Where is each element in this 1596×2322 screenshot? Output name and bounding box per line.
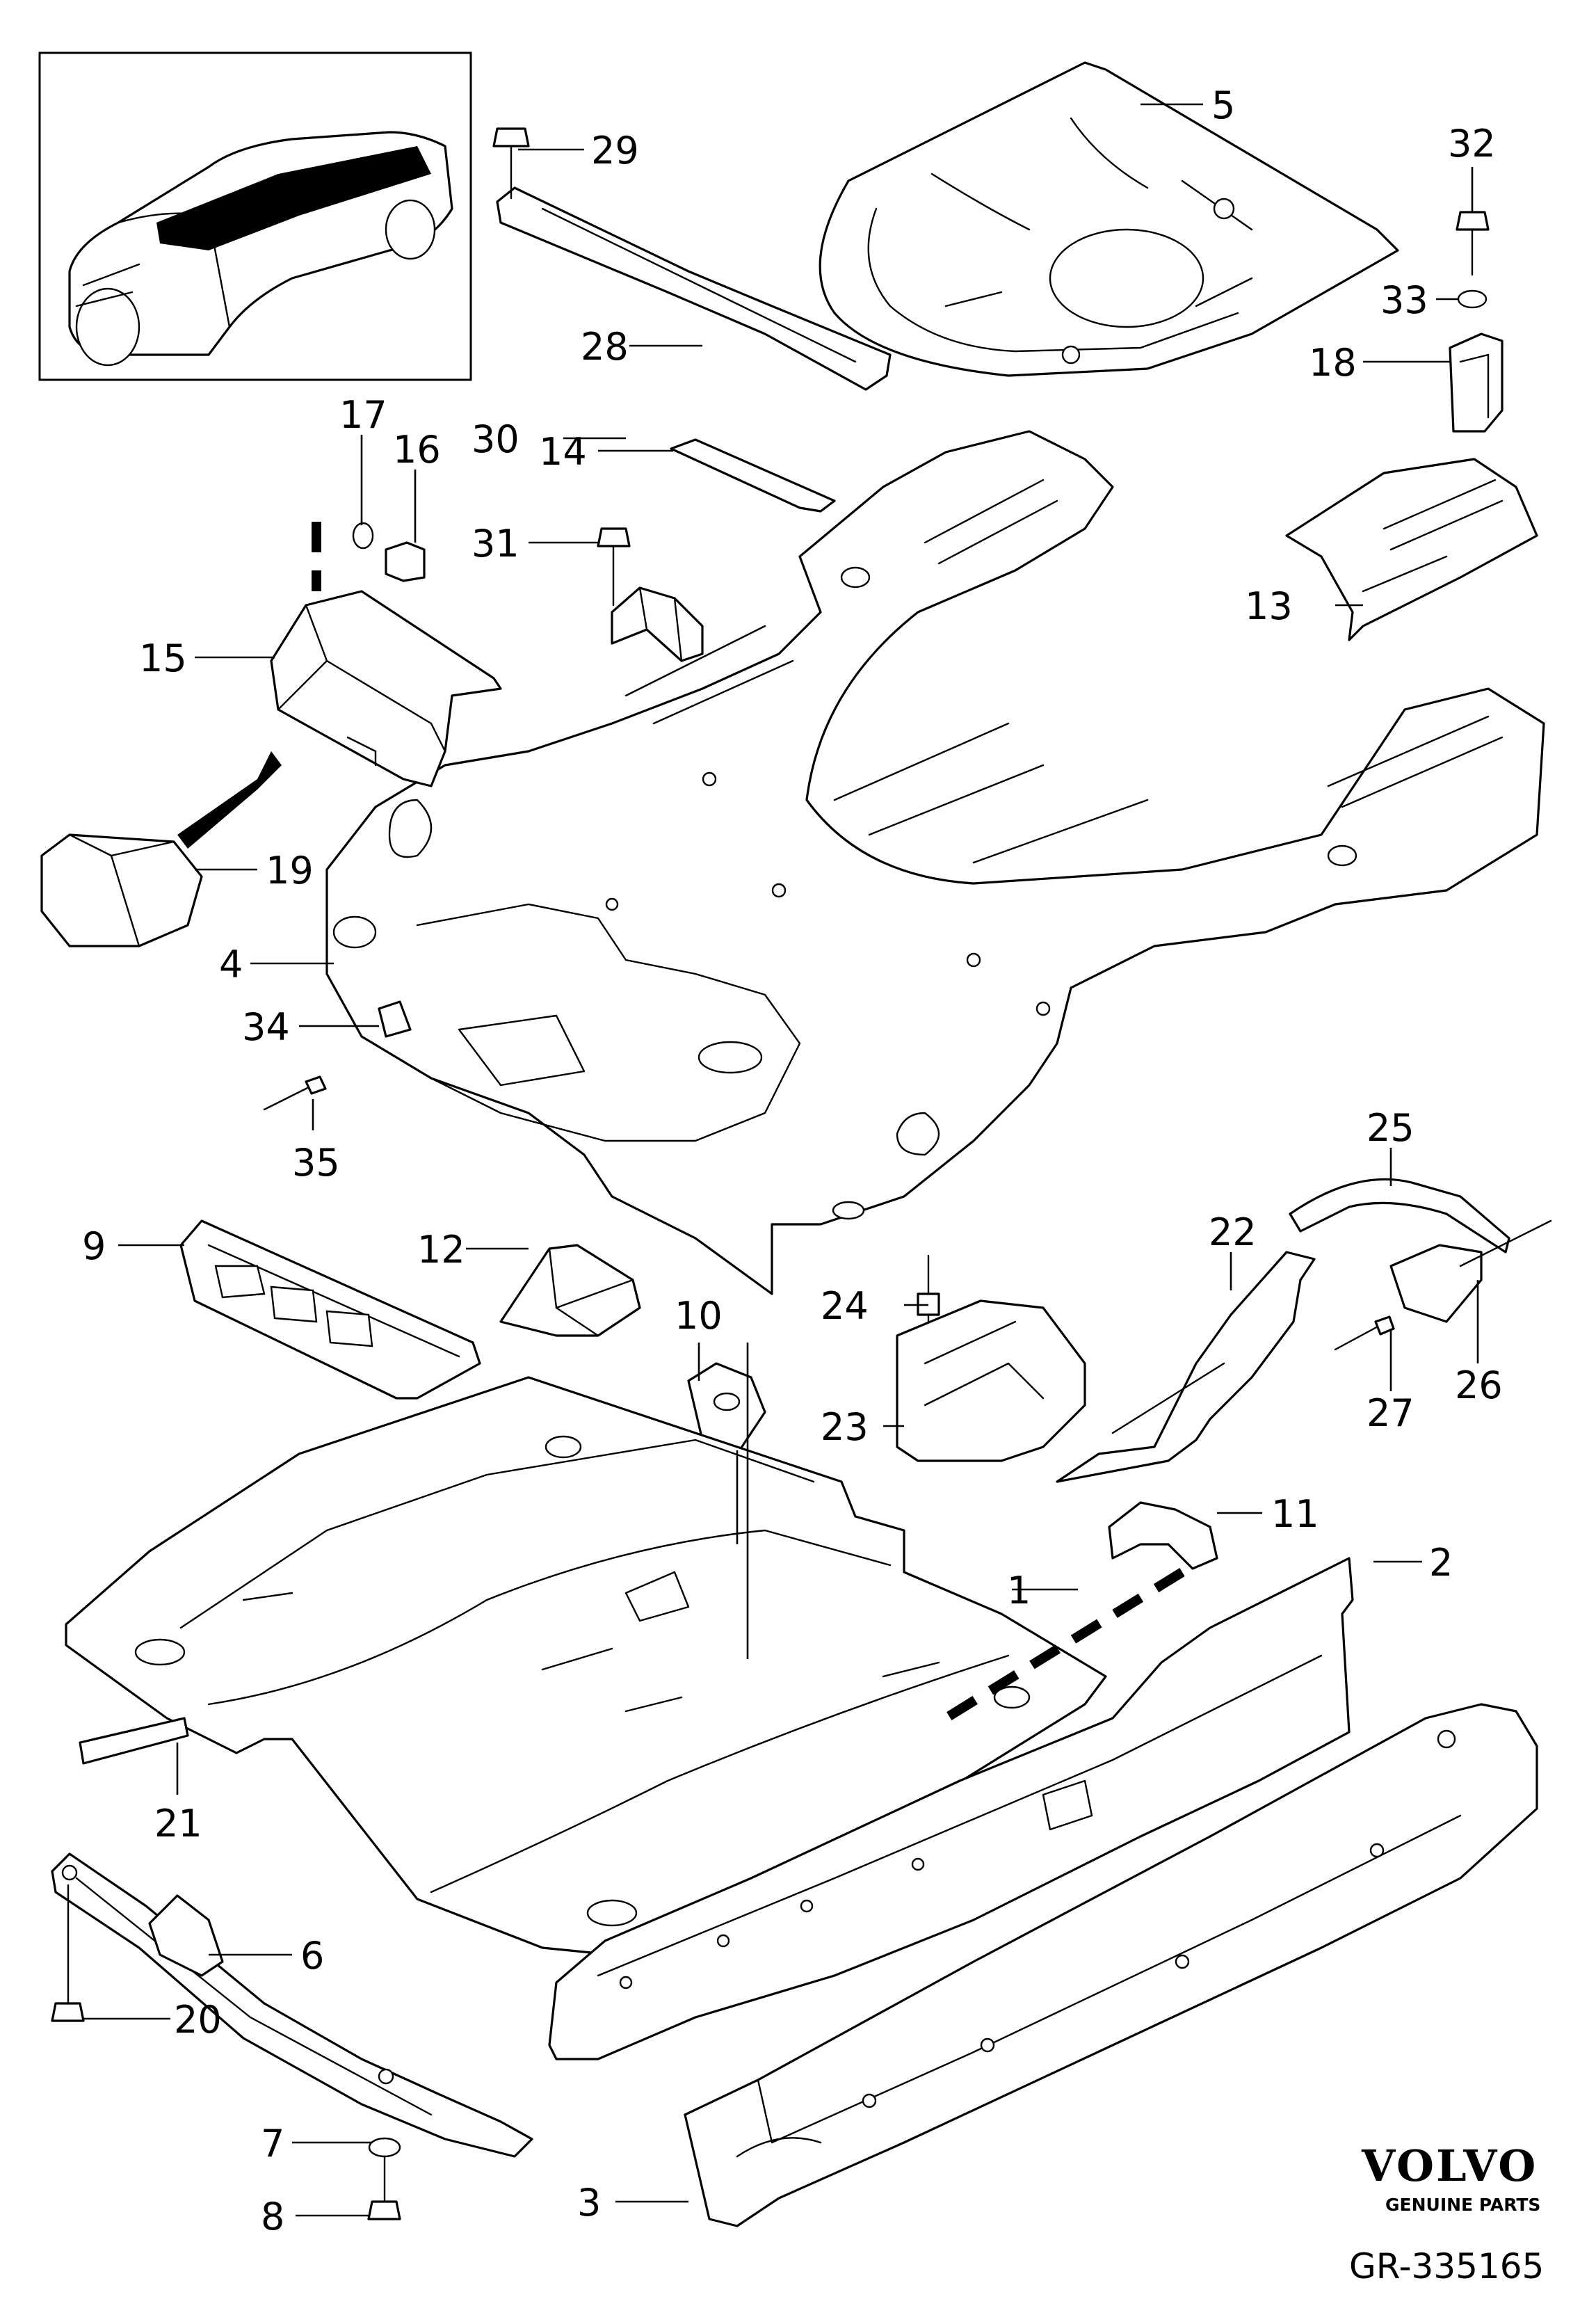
callout-6: 6: [300, 1934, 324, 1978]
part-4-floor-panel: [325, 430, 1545, 1295]
part-26-clip: [1389, 1219, 1552, 1323]
part-11-bracket: [1108, 1501, 1218, 1570]
part-7-washer: [368, 2137, 401, 2158]
callout-21: 21: [154, 1802, 202, 1845]
part-3-outer-sill: [684, 1703, 1538, 2227]
part-23-bracket: [896, 1299, 1086, 1462]
callout-28: 28: [581, 325, 629, 369]
callout-14: 14: [539, 430, 587, 474]
callout-32: 32: [1448, 122, 1496, 166]
callout-35: 35: [292, 1141, 340, 1185]
callout-19: 19: [266, 849, 314, 892]
callout-26: 26: [1455, 1363, 1503, 1407]
part-31-bolt: [597, 527, 631, 607]
part-32-bolt: [1456, 211, 1490, 276]
part-19-pad: [40, 751, 282, 947]
callout-8: 8: [261, 2195, 284, 2239]
callout-20: 20: [174, 1998, 222, 2042]
callout-15: 15: [139, 636, 187, 680]
car-locator-inset: [38, 51, 472, 381]
part-15-cover: [270, 590, 502, 787]
callout-33: 33: [1380, 278, 1428, 322]
part-6-crossbar: [51, 1852, 533, 2158]
part-1-front-floor: [65, 1376, 1107, 1956]
part-8-bolt: [367, 2155, 401, 2220]
callout-9: 9: [82, 1224, 106, 1268]
callout-22: 22: [1209, 1210, 1257, 1254]
callout-7: 7: [261, 2122, 284, 2165]
callout-34: 34: [242, 1005, 290, 1049]
callout-5: 5: [1211, 83, 1235, 127]
callout-16: 16: [393, 428, 441, 472]
part-27-pin: [1334, 1315, 1395, 1351]
callout-23: 23: [821, 1405, 869, 1449]
callout-18: 18: [1309, 341, 1357, 385]
part-12-bracket: [499, 1244, 641, 1337]
part-20-bolt: [51, 1884, 85, 2022]
callout-4: 4: [219, 943, 243, 986]
callout-29: 29: [591, 129, 639, 173]
callout-10: 10: [675, 1294, 723, 1338]
part-13-panel: [1285, 458, 1538, 641]
callout-27: 27: [1367, 1391, 1414, 1435]
part-24-bolt: [917, 1254, 940, 1323]
part-14-plate: [670, 438, 836, 513]
callout-numbers: 1 2 3 4 5 6 7 8 9 10 11 12 13 14 15 16 1…: [82, 83, 1503, 2239]
part-18-bracket: [1449, 333, 1504, 433]
leader-lines: [83, 103, 1479, 2217]
callout-24: 24: [821, 1284, 869, 1328]
part-35-pin: [263, 1075, 327, 1111]
part-34-clip: [378, 1000, 412, 1038]
part-17-washer: [352, 522, 374, 550]
part-29-bolt: [492, 127, 530, 200]
callout-13: 13: [1245, 584, 1293, 628]
diagram-reference: GR-335165: [1349, 2246, 1544, 2287]
part-5-spare-wheel-well: [819, 61, 1399, 377]
part-16-screw: [385, 541, 426, 582]
part-25-cable: [1289, 1178, 1510, 1254]
part-33-washer: [1457, 289, 1488, 309]
callout-1: 1: [1007, 1569, 1031, 1612]
callout-3: 3: [577, 2181, 601, 2225]
callout-12: 12: [417, 1228, 465, 1272]
callout-2: 2: [1429, 1541, 1453, 1585]
callout-11: 11: [1271, 1492, 1319, 1536]
part-21-strip: [79, 1717, 189, 1765]
brand-logo: VOLVO: [1361, 2140, 1538, 2191]
part-9-crossmember: [179, 1219, 481, 1400]
brand-block: VOLVO GENUINE PARTS GR-335165: [1349, 2140, 1544, 2287]
callout-17: 17: [339, 393, 387, 437]
part-28-strip: [496, 186, 892, 391]
part-30-bracket: [611, 586, 704, 662]
part-22-bracket: [1056, 1251, 1316, 1483]
part-2-inner-sill: [548, 1557, 1354, 2060]
callout-30: 30: [471, 417, 519, 461]
callout-31: 31: [471, 522, 519, 566]
callout-25: 25: [1367, 1106, 1414, 1150]
brand-tagline: GENUINE PARTS: [1385, 2195, 1540, 2215]
